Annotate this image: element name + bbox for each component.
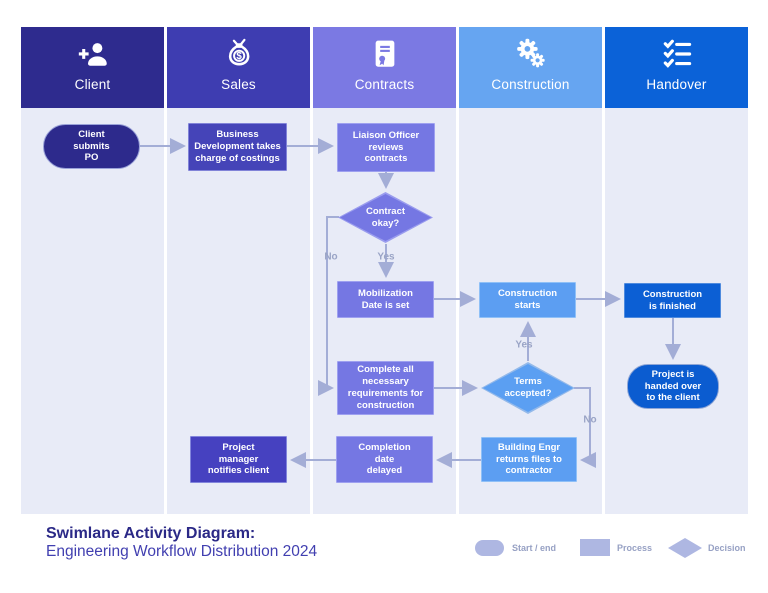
edge-label-contract-no: No [324, 251, 338, 263]
node-project-handed-over: Project is handed over to the client [627, 364, 719, 409]
edge-label-terms-no: No [583, 414, 597, 426]
node-label: Liaison Officer reviews contracts [352, 129, 420, 165]
lane-body-client [21, 108, 164, 514]
legend-process-shape [580, 539, 610, 556]
person-add-icon [74, 36, 112, 72]
node-label: Mobilization Date is set [358, 287, 413, 311]
legend-diamond-icon [668, 538, 702, 558]
gears-icon [513, 36, 549, 72]
edge-label-terms-yes: Yes [515, 339, 533, 351]
node-label: Complete all necessary requirements for … [347, 364, 424, 411]
node-label: Project manager notifies client [207, 441, 270, 477]
edge-label-contract-yes: Yes [377, 251, 395, 263]
lane-header-construction: Construction [459, 27, 602, 108]
lane-label-construction: Construction [491, 77, 570, 92]
node-business-development: Business Development takes charge of cos… [188, 123, 287, 171]
edge-terms-no-to-building-engr [574, 387, 596, 468]
diagram-subtitle: Engineering Workflow Distribution 2024 [46, 543, 318, 560]
legend-decision-label: Decision [708, 543, 746, 553]
legend-start-end-shape [475, 540, 504, 556]
lane-label-client: Client [74, 77, 111, 92]
certificate-icon [368, 36, 402, 72]
lane-header-sales: $ Sales [167, 27, 310, 108]
node-label: Completion date delayed [358, 441, 411, 477]
legend-process-label: Process [617, 543, 653, 553]
node-label: Construction starts [497, 288, 558, 311]
legend-decision-shape [668, 538, 702, 558]
node-label: Building Engr returns files to contracto… [496, 441, 562, 477]
node-client-submits-po: Client submits PO [43, 124, 140, 169]
node-label: Client submits PO [73, 128, 110, 164]
node-building-engr: Building Engr returns files to contracto… [481, 437, 577, 482]
node-terms-accepted-decision: Terms accepted? [481, 362, 575, 414]
lane-header-client: Client [21, 27, 164, 108]
node-mobilization-date: Mobilization Date is set [337, 281, 434, 318]
node-construction-starts: Construction starts [479, 282, 576, 318]
node-contract-okay-decision: Contract okay? [338, 192, 433, 243]
node-construction-finished: Construction is finished [624, 283, 721, 318]
edge-contract-no-to-complete [318, 216, 339, 396]
diagram-title: Swimlane Activity Diagram: [46, 525, 256, 542]
lane-label-sales: Sales [221, 77, 256, 92]
lane-label-contracts: Contracts [354, 77, 415, 92]
node-label: Contract okay? [365, 205, 406, 229]
node-liaison-officer: Liaison Officer reviews contracts [337, 123, 435, 172]
node-label: Project is handed over to the client [644, 368, 702, 404]
money-bag-icon: $ [221, 36, 257, 72]
checklist-icon [659, 36, 695, 72]
lane-label-handover: Handover [646, 77, 707, 92]
legend-start-end-label: Start / end [512, 543, 557, 553]
lane-header-handover: Handover [605, 27, 748, 108]
node-label: Construction is finished [642, 288, 703, 312]
lane-header-contracts: Contracts [313, 27, 456, 108]
node-label: Business Development takes charge of cos… [194, 129, 281, 164]
node-complete-requirements: Complete all necessary requirements for … [337, 361, 434, 415]
node-completion-delayed: Completion date delayed [336, 436, 433, 483]
svg-text:$: $ [236, 51, 242, 62]
node-label: Terms accepted? [504, 376, 552, 399]
node-project-manager: Project manager notifies client [190, 436, 287, 483]
